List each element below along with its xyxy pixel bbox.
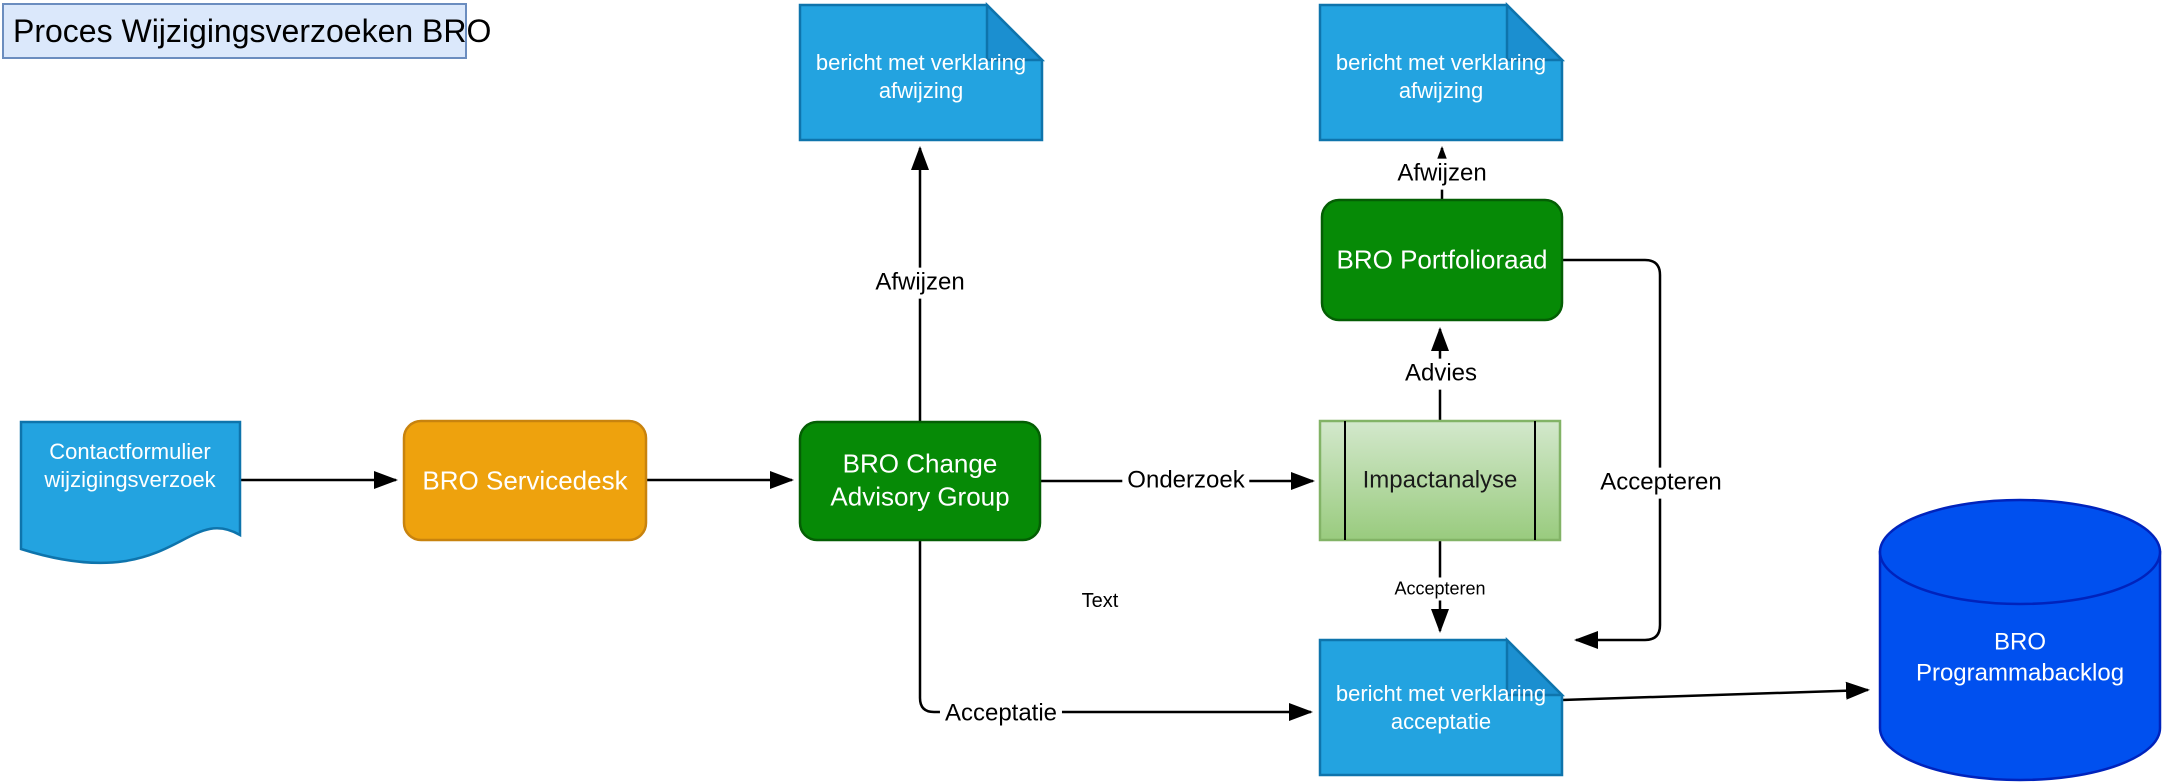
- node-bericht-acceptatie: [1318, 636, 1566, 777]
- contactformulier-label: Contactformulier wijzigingsverzoek: [44, 438, 216, 492]
- edge-label-onderzoek: Onderzoek: [1122, 465, 1250, 497]
- note-fold-icon: [1505, 1, 1566, 62]
- servicedesk-label: BRO Servicedesk: [422, 465, 628, 496]
- node-servicedesk: [402, 419, 648, 542]
- edge-label-accepteren-portfolioraad: Accepteren: [1595, 467, 1727, 499]
- text-placeholder-label: Text: [1076, 589, 1124, 615]
- portfolioraad-label: BRO Portfolioraad: [1336, 244, 1548, 275]
- diagram-title: Proces Wijzigingsverzoeken BRO: [2, 3, 491, 59]
- node-contactformulier: [19, 420, 242, 565]
- node-change-advisory-group: [798, 420, 1042, 542]
- node-impactanalyse: [1318, 419, 1562, 542]
- node-portfolioraad: [1320, 198, 1564, 322]
- note-fold-icon: [985, 1, 1046, 62]
- process-body: [1318, 419, 1562, 542]
- note-fold-icon: [1505, 636, 1566, 697]
- change-advisory-group-label: BRO Change Advisory Group: [830, 448, 1010, 512]
- impactanalyse-label: Impactanalyse: [1362, 466, 1518, 494]
- note-body: [798, 3, 1044, 142]
- edge-label-accepteren-impactanalyse: Accepteren: [1389, 577, 1491, 601]
- note-body: [1318, 3, 1564, 142]
- edge-label-advies: Advies: [1399, 358, 1483, 390]
- edge-label-afwijzen-cag: Afwijzen: [870, 267, 970, 299]
- edge-acceptatie-backlog: [1561, 681, 1870, 702]
- note-body: [1318, 638, 1564, 777]
- edge-portfolioraad-acceptatie: [1562, 258, 1662, 649]
- edge-label-afwijzen-portfolioraad: Afwijzen: [1392, 158, 1492, 190]
- node-programmabacklog: [1878, 498, 2162, 782]
- cylinder-top: [1878, 498, 2162, 606]
- cylinder-body: [1878, 550, 2162, 782]
- edge-cag-acceptatie: [918, 540, 1313, 721]
- bericht-afwijzing-cag-label: bericht met verklaring afwijzing: [815, 49, 1027, 103]
- bericht-afwijzing-portfolioraad-label: bericht met verklaring afwijzing: [1335, 49, 1547, 103]
- bericht-acceptatie-label: bericht met verklaring acceptatie: [1335, 680, 1547, 734]
- node-bericht-afwijzing-portfolioraad: [1318, 1, 1566, 142]
- programmabacklog-label: BRO Programmabacklog: [1915, 628, 2125, 686]
- node-bericht-afwijzing-cag: [798, 1, 1046, 142]
- edge-label-acceptatie: Acceptatie: [939, 698, 1063, 730]
